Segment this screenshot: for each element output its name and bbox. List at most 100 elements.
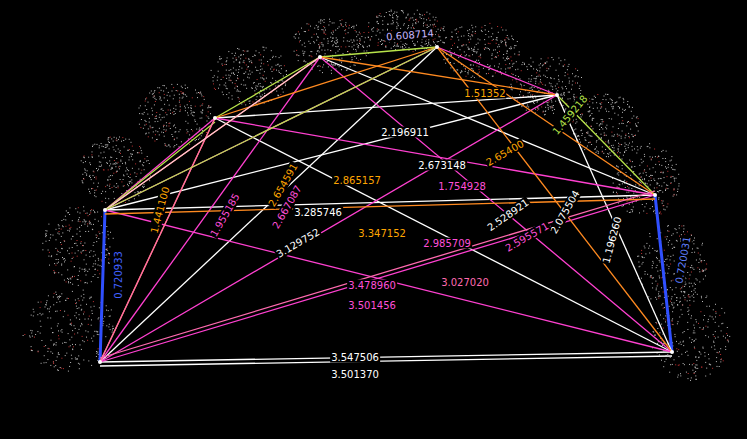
cloud-point [317,27,318,28]
cloud-point [81,253,82,254]
cloud-point [143,162,144,163]
cloud-point [160,97,161,98]
cloud-point [415,45,416,46]
cloud-point [106,305,107,306]
cloud-point [496,43,497,44]
cloud-point [60,310,61,311]
cloud-point [371,29,372,30]
cloud-point [164,117,165,118]
cloud-point [112,175,113,176]
cloud-point [42,243,43,244]
cloud-point [428,39,429,40]
cloud-point [93,224,94,225]
cloud-point [173,98,174,99]
cloud-point [513,63,514,64]
cloud-point [89,175,90,176]
cloud-point [84,282,85,283]
cloud-point [174,145,175,146]
cloud-point [319,51,320,52]
cloud-point [57,297,58,298]
cloud-point [496,57,497,58]
cloud-point [128,170,129,171]
cloud-point [182,93,183,94]
cloud-point [423,25,424,26]
cloud-point [200,92,201,93]
cloud-point [354,41,355,42]
cloud-point [30,330,31,331]
cloud-point [140,161,141,162]
cloud-point [124,175,125,176]
cloud-point [89,316,90,317]
cloud-point [189,144,190,145]
cloud-point [174,95,175,96]
cloud-point [107,250,108,251]
cloud-point [505,44,506,45]
cloud-point [426,25,427,26]
cloud-point [76,306,77,307]
cloud-point [412,17,413,18]
cloud-point [393,13,394,14]
cloud-point [332,45,333,46]
cloud-point [71,325,72,326]
cloud-point [112,328,113,329]
cloud-point [31,315,32,316]
cloud-point [64,261,65,262]
cloud-point [190,107,191,108]
cloud-point [74,266,75,267]
cloud-point [396,28,397,29]
cloud-point [439,36,440,37]
cloud-point [408,27,409,28]
cloud-point [94,242,95,243]
cloud-point [232,95,233,96]
cloud-point [472,27,473,28]
cloud-point [310,26,311,27]
cloud-point [314,34,315,35]
cloud-point [44,362,45,363]
cloud-point [318,22,319,23]
cloud-point [72,330,73,331]
cloud-point [109,165,110,166]
cloud-point [422,46,423,47]
cloud-point [430,20,431,21]
cloud-point [63,219,64,220]
cloud-point [40,326,41,327]
cloud-point [238,72,239,73]
cloud-point [59,338,60,339]
cloud-point [457,47,458,48]
cloud-point [352,46,353,47]
cloud-point [261,96,262,97]
cloud-point [47,351,48,352]
cloud-point [241,84,242,85]
cloud-point [295,38,296,39]
cloud-point [323,44,324,45]
cloud-point [331,32,332,33]
cloud-point [451,31,452,33]
cloud-point [478,43,479,44]
cloud-point [455,29,456,30]
cloud-point [260,96,261,97]
cloud-point [349,25,350,26]
cloud-point [250,74,251,75]
cloud-point [45,234,46,235]
cloud-point [264,50,265,51]
cloud-point [357,40,358,41]
cloud-point [116,172,117,173]
cloud-point [509,63,510,65]
cloud-point [80,344,81,345]
cloud-point [150,176,151,177]
cloud-point [230,80,231,81]
cloud-point [475,51,476,52]
cloud-point [251,60,252,61]
cloud-point [280,94,281,95]
cloud-point [202,105,203,106]
cloud-point [67,278,68,279]
cloud-point [89,214,90,215]
cloud-point [50,351,51,352]
cloud-point [219,84,220,85]
cloud-point [189,101,190,102]
cloud-point [109,176,110,177]
cloud-point [53,270,54,271]
cloud-point [200,93,201,94]
cloud-point [105,144,106,145]
cloud-point [80,280,81,281]
